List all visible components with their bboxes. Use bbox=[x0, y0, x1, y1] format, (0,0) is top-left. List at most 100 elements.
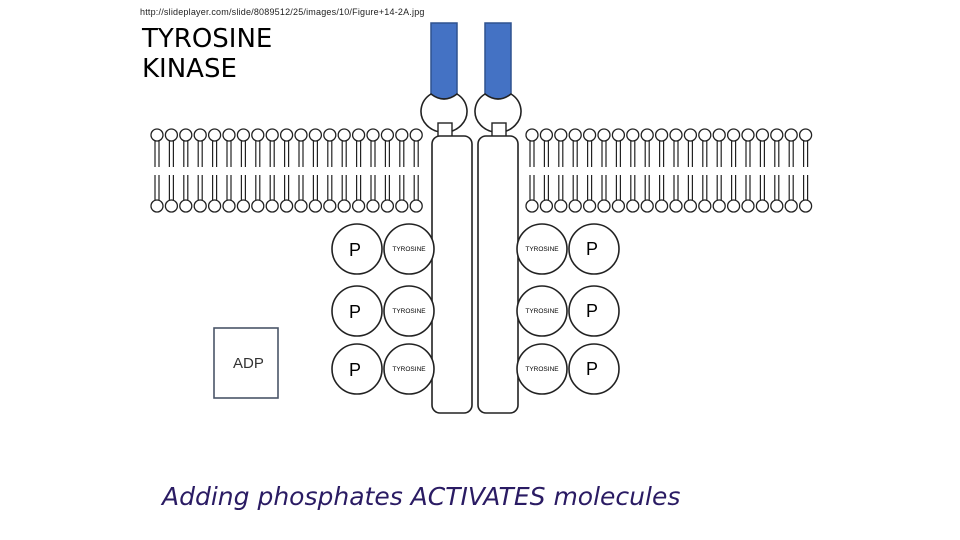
lipid-head bbox=[627, 129, 639, 141]
lipid-head bbox=[540, 200, 552, 212]
lipid-head bbox=[756, 129, 768, 141]
lipid-head bbox=[684, 200, 696, 212]
phosphate-label: P bbox=[586, 301, 598, 321]
phosphate-label: P bbox=[349, 240, 361, 260]
lipid-head bbox=[713, 200, 725, 212]
lipid-head bbox=[526, 200, 538, 212]
lipid-head bbox=[540, 129, 552, 141]
lipid-head bbox=[728, 200, 740, 212]
lipid-head bbox=[656, 129, 668, 141]
lipid-head bbox=[526, 129, 538, 141]
left-stalk bbox=[438, 123, 452, 137]
caption: Adding phosphates ACTIVATES molecules bbox=[162, 482, 680, 511]
lipid-head bbox=[295, 129, 307, 141]
lipid-head bbox=[670, 200, 682, 212]
left-receptor-chain bbox=[432, 136, 472, 413]
lipid-head bbox=[151, 129, 163, 141]
lipid-head bbox=[295, 200, 307, 212]
lipid-head bbox=[165, 200, 177, 212]
lipid-head bbox=[410, 129, 422, 141]
lipid-head bbox=[194, 200, 206, 212]
lipid-head bbox=[309, 200, 321, 212]
lipid-head bbox=[367, 129, 379, 141]
lipid-head bbox=[338, 200, 350, 212]
lipid-head bbox=[281, 129, 293, 141]
lipid-head bbox=[584, 129, 596, 141]
lipid-head bbox=[771, 129, 783, 141]
lipid-head bbox=[800, 200, 812, 212]
lipid-head bbox=[742, 200, 754, 212]
lipid-head bbox=[338, 129, 350, 141]
lipid-head bbox=[309, 129, 321, 141]
lipid-head bbox=[252, 129, 264, 141]
lipid-head bbox=[584, 200, 596, 212]
lipid-head bbox=[180, 129, 192, 141]
lipid-head bbox=[237, 200, 249, 212]
lipid-head bbox=[381, 129, 393, 141]
lipid-head bbox=[612, 200, 624, 212]
lipid-head bbox=[800, 129, 812, 141]
lipid-head bbox=[353, 129, 365, 141]
phosphate-label: P bbox=[586, 359, 598, 379]
lipid-head bbox=[396, 129, 408, 141]
tyrosine-label: TYROSINE bbox=[525, 246, 559, 253]
lipid-head bbox=[785, 200, 797, 212]
lipid-head bbox=[598, 129, 610, 141]
lipid-head bbox=[209, 200, 221, 212]
lipid-head bbox=[324, 129, 336, 141]
lipid-head bbox=[684, 129, 696, 141]
phosphate-label: P bbox=[586, 239, 598, 259]
phosphorylated-tyrosines: P TYROSINE TYROSINE P P TYROSINE TYROSINE P P TYR… bbox=[332, 224, 619, 394]
tyrosine-label: TYROSINE bbox=[525, 308, 559, 315]
lipid-head bbox=[555, 200, 567, 212]
lipid-head bbox=[656, 200, 668, 212]
lipid-head bbox=[367, 200, 379, 212]
tyrosine-label: TYROSINE bbox=[392, 308, 426, 315]
right-ligand bbox=[485, 23, 511, 99]
lipid-head bbox=[756, 200, 768, 212]
tyrosine-label: TYROSINE bbox=[392, 366, 426, 373]
right-stalk bbox=[492, 123, 506, 137]
lipid-head bbox=[281, 200, 293, 212]
lipid-head bbox=[266, 200, 278, 212]
lipid-head bbox=[569, 200, 581, 212]
lipid-head bbox=[223, 129, 235, 141]
lipid-head bbox=[728, 129, 740, 141]
lipid-head bbox=[627, 200, 639, 212]
lipid-head bbox=[670, 129, 682, 141]
tyrosine-label: TYROSINE bbox=[392, 246, 426, 253]
lipid-head bbox=[223, 200, 235, 212]
lipid-head bbox=[742, 129, 754, 141]
lipid-head bbox=[194, 129, 206, 141]
lipid-head bbox=[396, 200, 408, 212]
lipid-head bbox=[353, 200, 365, 212]
phosphate-label: P bbox=[349, 302, 361, 322]
lipid-head bbox=[569, 129, 581, 141]
lipid-head bbox=[324, 200, 336, 212]
lipid-head bbox=[555, 129, 567, 141]
lipid-head bbox=[699, 129, 711, 141]
lipid-head bbox=[598, 200, 610, 212]
right-receptor-chain bbox=[478, 136, 518, 413]
lipid-head bbox=[641, 129, 653, 141]
lipid-head bbox=[209, 129, 221, 141]
phosphate-label: P bbox=[349, 360, 361, 380]
lipid-head bbox=[771, 200, 783, 212]
lipid-head bbox=[237, 129, 249, 141]
tyrosine-label: TYROSINE bbox=[525, 366, 559, 373]
lipid-head bbox=[612, 129, 624, 141]
lipid-head bbox=[641, 200, 653, 212]
lipid-head bbox=[252, 200, 264, 212]
lipid-head bbox=[381, 200, 393, 212]
lipid-head bbox=[266, 129, 278, 141]
lipid-head bbox=[151, 200, 163, 212]
lipid-head bbox=[699, 200, 711, 212]
lipid-head bbox=[785, 129, 797, 141]
lipid-head bbox=[713, 129, 725, 141]
lipid-head bbox=[410, 200, 422, 212]
lipid-head bbox=[165, 129, 177, 141]
receptor-dimer bbox=[421, 23, 521, 413]
lipid-head bbox=[180, 200, 192, 212]
